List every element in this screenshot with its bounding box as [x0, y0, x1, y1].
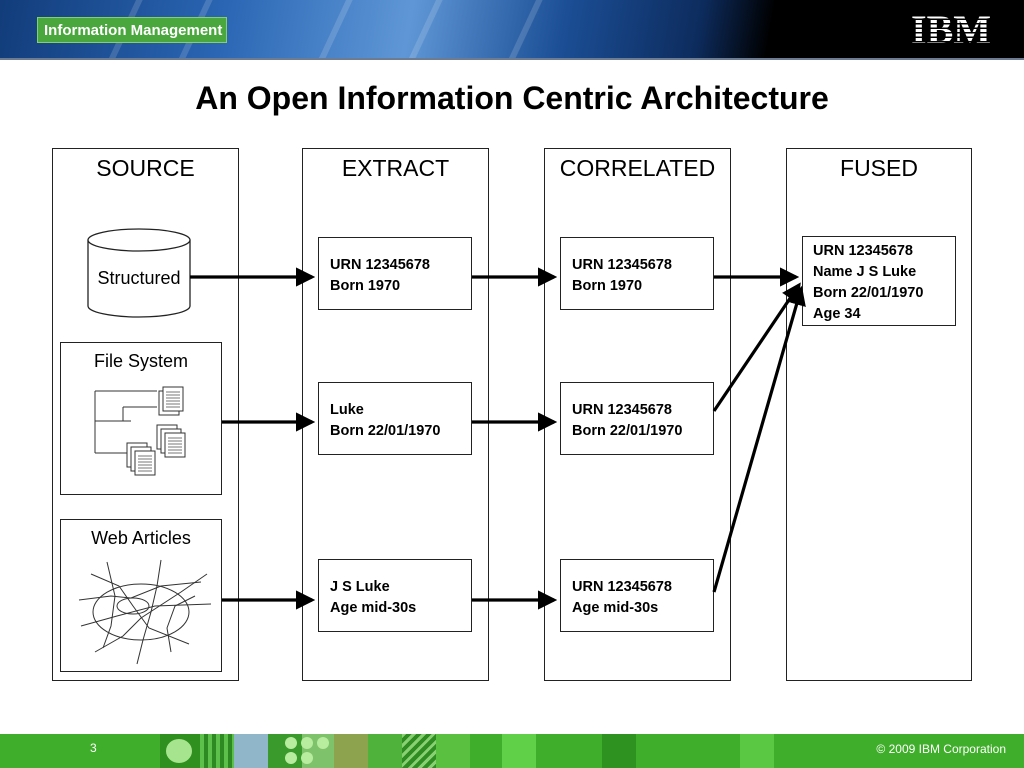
brand-badge: Information Management	[37, 17, 227, 43]
column-title-correlated: CORRELATED	[559, 155, 716, 181]
arrow-correlated3-to-fused	[712, 285, 806, 593]
web-articles-label: Web Articles	[91, 528, 191, 548]
column-title-extract: EXTRACT	[341, 155, 450, 181]
file-tree-icon	[94, 386, 186, 476]
record-line: Age 34	[813, 306, 861, 322]
fused-record: URN 12345678 Name J S Luke Born 22/01/19…	[802, 236, 956, 326]
page-number: 3	[90, 741, 97, 755]
correlated-record-1: URN 12345678 Born 1970	[560, 237, 714, 310]
record-line: Age mid-30s	[330, 600, 417, 616]
record-line: Born 22/01/1970	[330, 423, 441, 439]
page-title: An Open Information Centric Architecture	[195, 80, 829, 116]
record-line: Born 22/01/1970	[813, 285, 924, 301]
arrow-correlated2-to-fused	[712, 282, 801, 412]
copyright-text: © 2009 IBM Corporation	[876, 742, 1006, 756]
web-network-icon	[78, 559, 212, 665]
column-title-fused: FUSED	[840, 155, 918, 181]
record-line: URN 12345678	[572, 579, 672, 595]
record-line: Age mid-30s	[572, 600, 659, 616]
record-line: URN 12345678	[330, 257, 430, 273]
record-line: Luke	[330, 402, 364, 418]
footer-bar	[0, 734, 1024, 768]
ibm-logo-text: IBM	[911, 11, 991, 47]
record-line: Born 1970	[572, 278, 643, 294]
structured-source-label: Structured	[97, 268, 181, 288]
header-divider	[0, 58, 1024, 60]
file-system-label: File System	[93, 351, 189, 371]
record-line: URN 12345678	[572, 402, 672, 418]
record-line: Name J S Luke	[813, 264, 917, 280]
correlated-record-2: URN 12345678 Born 22/01/1970	[560, 382, 714, 455]
extract-record-1: URN 12345678 Born 1970	[318, 237, 472, 310]
column-title-source: SOURCE	[96, 155, 195, 181]
record-line: URN 12345678	[572, 257, 672, 273]
record-line: Born 1970	[330, 278, 401, 294]
footer-circle-ornament	[166, 739, 192, 763]
web-articles-panel: Web Articles	[60, 519, 222, 672]
correlated-record-3: URN 12345678 Age mid-30s	[560, 559, 714, 632]
record-line: J S Luke	[330, 579, 390, 595]
record-line: Born 22/01/1970	[572, 423, 683, 439]
database-icon	[87, 228, 191, 318]
file-system-panel: File System	[60, 342, 222, 495]
record-line: URN 12345678	[813, 243, 913, 259]
extract-record-3: J S Luke Age mid-30s	[318, 559, 472, 632]
extract-record-2: Luke Born 22/01/1970	[318, 382, 472, 455]
ibm-logo: IBM	[911, 11, 991, 47]
